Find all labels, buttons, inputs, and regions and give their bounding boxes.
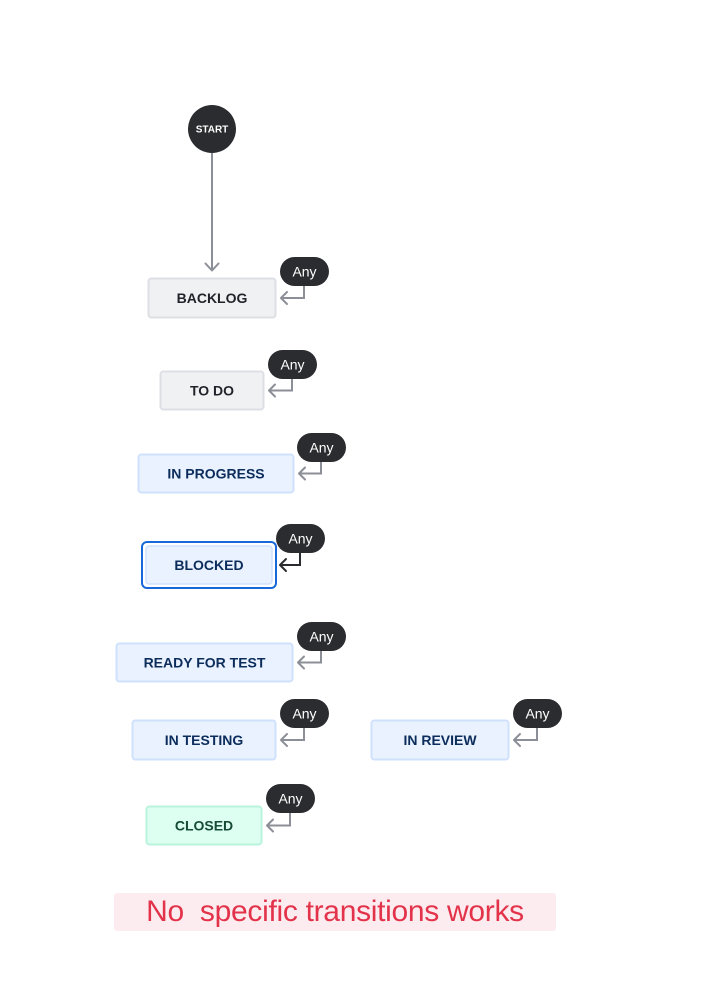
- any-transition-arrow[interactable]: [268, 375, 293, 398]
- status-label: IN TESTING: [165, 732, 244, 748]
- start-circle: [188, 105, 236, 153]
- status-label: BLOCKED: [174, 557, 243, 573]
- status-box: [147, 277, 277, 319]
- status-closed[interactable]: CLOSED: [145, 805, 263, 846]
- any-transition-arrow[interactable]: [513, 724, 538, 747]
- any-transition-arrow[interactable]: [297, 647, 322, 670]
- badge-pill: [268, 350, 317, 379]
- any-transition-badge[interactable]: Any: [297, 622, 346, 651]
- badge-pill: [513, 699, 562, 728]
- any-transition-badge[interactable]: Any: [266, 784, 315, 813]
- badge-label: Any: [288, 531, 312, 547]
- status-blocked[interactable]: BLOCKED: [141, 541, 277, 589]
- any-transition-arrow[interactable]: [279, 549, 301, 572]
- any-transition-badge[interactable]: Any: [297, 433, 346, 462]
- status-box: [137, 453, 295, 494]
- status-backlog[interactable]: BACKLOG: [147, 277, 277, 319]
- any-transition-badge[interactable]: Any: [280, 257, 329, 286]
- badge-label: Any: [309, 629, 333, 645]
- status-label: BACKLOG: [177, 290, 248, 306]
- badge-pill: [297, 622, 346, 651]
- badge-pill: [280, 699, 329, 728]
- status-box: [159, 370, 265, 411]
- caption-text: No specific transitions works: [146, 895, 524, 928]
- status-box: [145, 805, 263, 846]
- status-box: [370, 719, 510, 761]
- badge-label: Any: [309, 440, 333, 456]
- status-to-do[interactable]: TO DO: [159, 370, 265, 411]
- badge-pill: [276, 524, 325, 553]
- start-transition-arrow: [204, 153, 220, 272]
- any-transition-arrow[interactable]: [280, 282, 305, 305]
- any-transition-badge[interactable]: Any: [513, 699, 562, 728]
- badge-pill: [266, 784, 315, 813]
- badge-label: Any: [292, 706, 316, 722]
- status-ready-for-test[interactable]: READY FOR TEST: [115, 642, 294, 683]
- status-box: [115, 642, 294, 683]
- badge-label: Any: [278, 791, 302, 807]
- any-transition-badge[interactable]: Any: [268, 350, 317, 379]
- status-label: IN PROGRESS: [167, 466, 264, 482]
- badge-label: Any: [280, 357, 304, 373]
- badge-pill: [297, 433, 346, 462]
- status-box: [145, 545, 273, 585]
- any-transition-badge[interactable]: Any: [280, 699, 329, 728]
- start-node: START: [188, 105, 236, 153]
- caption-highlight: [114, 893, 556, 931]
- status-in-progress[interactable]: IN PROGRESS: [137, 453, 295, 494]
- status-in-testing[interactable]: IN TESTING: [131, 719, 277, 761]
- start-label: START: [196, 125, 229, 136]
- status-box: [131, 719, 277, 761]
- status-label: IN REVIEW: [403, 732, 477, 748]
- status-label: TO DO: [190, 383, 234, 399]
- any-transition-arrow[interactable]: [266, 809, 291, 833]
- badge-label: Any: [292, 264, 316, 280]
- any-transition-arrow[interactable]: [298, 458, 322, 481]
- status-label: CLOSED: [175, 818, 233, 834]
- status-in-review[interactable]: IN REVIEW: [370, 719, 510, 761]
- any-transition-badge[interactable]: Any: [276, 524, 325, 553]
- badge-label: Any: [525, 706, 549, 722]
- any-transition-arrow[interactable]: [280, 724, 305, 747]
- status-label: READY FOR TEST: [144, 655, 266, 671]
- badge-pill: [280, 257, 329, 286]
